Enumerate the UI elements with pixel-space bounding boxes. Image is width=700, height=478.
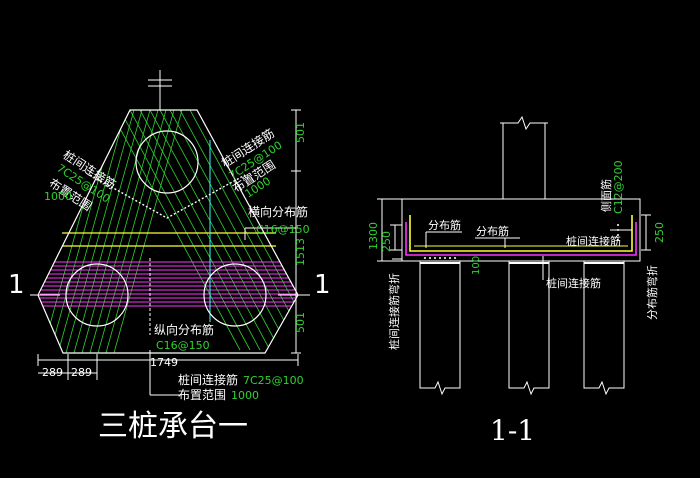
plan-title: 三桩承台一 bbox=[98, 409, 248, 444]
right-dimension bbox=[291, 109, 301, 354]
right-vert-label: 分布筋弯折 bbox=[645, 265, 659, 320]
dim-bot: 501 bbox=[294, 312, 307, 333]
conn-bottom-label: 桩间连接筋 bbox=[546, 276, 601, 290]
dim-250-left: 250 bbox=[380, 231, 393, 252]
bottom-dimension bbox=[37, 354, 299, 380]
pile-top bbox=[135, 130, 199, 194]
fenbu-label-2: 分布筋 bbox=[476, 224, 509, 238]
bottom-range-label: 布置范围 bbox=[178, 388, 226, 402]
bottom-conn-label: 桩间连接筋 bbox=[178, 372, 238, 387]
pile-right bbox=[203, 263, 267, 327]
horiz-label: 横向分布筋 bbox=[248, 204, 308, 219]
dim-100: 100 bbox=[471, 256, 482, 275]
fenbu-label-1: 分布筋 bbox=[428, 218, 461, 232]
left-vert-label: 桩间连接筋弯折 bbox=[387, 273, 401, 350]
section-mark-left: 1 bbox=[8, 270, 25, 300]
horizontal-bar-band bbox=[40, 261, 296, 307]
section-left-dims bbox=[377, 198, 402, 262]
section-mark-right: 1 bbox=[314, 270, 331, 300]
yellow-rebar bbox=[409, 215, 633, 252]
section-right-dims bbox=[641, 214, 651, 251]
dim-width: 1749 bbox=[150, 356, 178, 369]
plan-view: 1 1 桩间连接筋 7C25@100 布置范围 1000 桩间连接筋 7C25@… bbox=[8, 70, 331, 444]
chevron-line bbox=[89, 174, 246, 219]
column bbox=[500, 115, 548, 199]
left-range-val: 1000 bbox=[44, 190, 72, 203]
bottom-conn-spec: 7C25@100 bbox=[243, 374, 304, 387]
vert-label: 纵向分布筋 bbox=[154, 322, 214, 337]
magenta-rebar bbox=[405, 222, 637, 256]
horiz-spec: C16@150 bbox=[256, 223, 310, 236]
dim-1300: 1300 bbox=[367, 222, 380, 250]
dim-mid: 1513 bbox=[294, 238, 307, 266]
dim-a: 289 bbox=[42, 366, 63, 379]
side-label: 侧面筋 bbox=[599, 179, 613, 212]
dim-250-right: 250 bbox=[653, 222, 666, 243]
side-spec: C12@200 bbox=[612, 160, 625, 214]
pile-left bbox=[65, 263, 129, 327]
vert-spec: C16@150 bbox=[156, 339, 210, 352]
piles bbox=[419, 261, 625, 396]
section-title: 1-1 bbox=[490, 414, 535, 447]
dim-top: 501 bbox=[294, 122, 307, 143]
dim-b: 289 bbox=[71, 366, 92, 379]
section-view: 分布筋 分布筋 桩间连接筋 桩间连接筋 侧面筋 C12@200 桩间连接筋弯折 … bbox=[367, 115, 666, 447]
left-arm-hatch bbox=[39, 110, 298, 353]
bottom-range-val: 1000 bbox=[231, 389, 259, 402]
conn-label: 桩间连接筋 bbox=[566, 234, 621, 248]
